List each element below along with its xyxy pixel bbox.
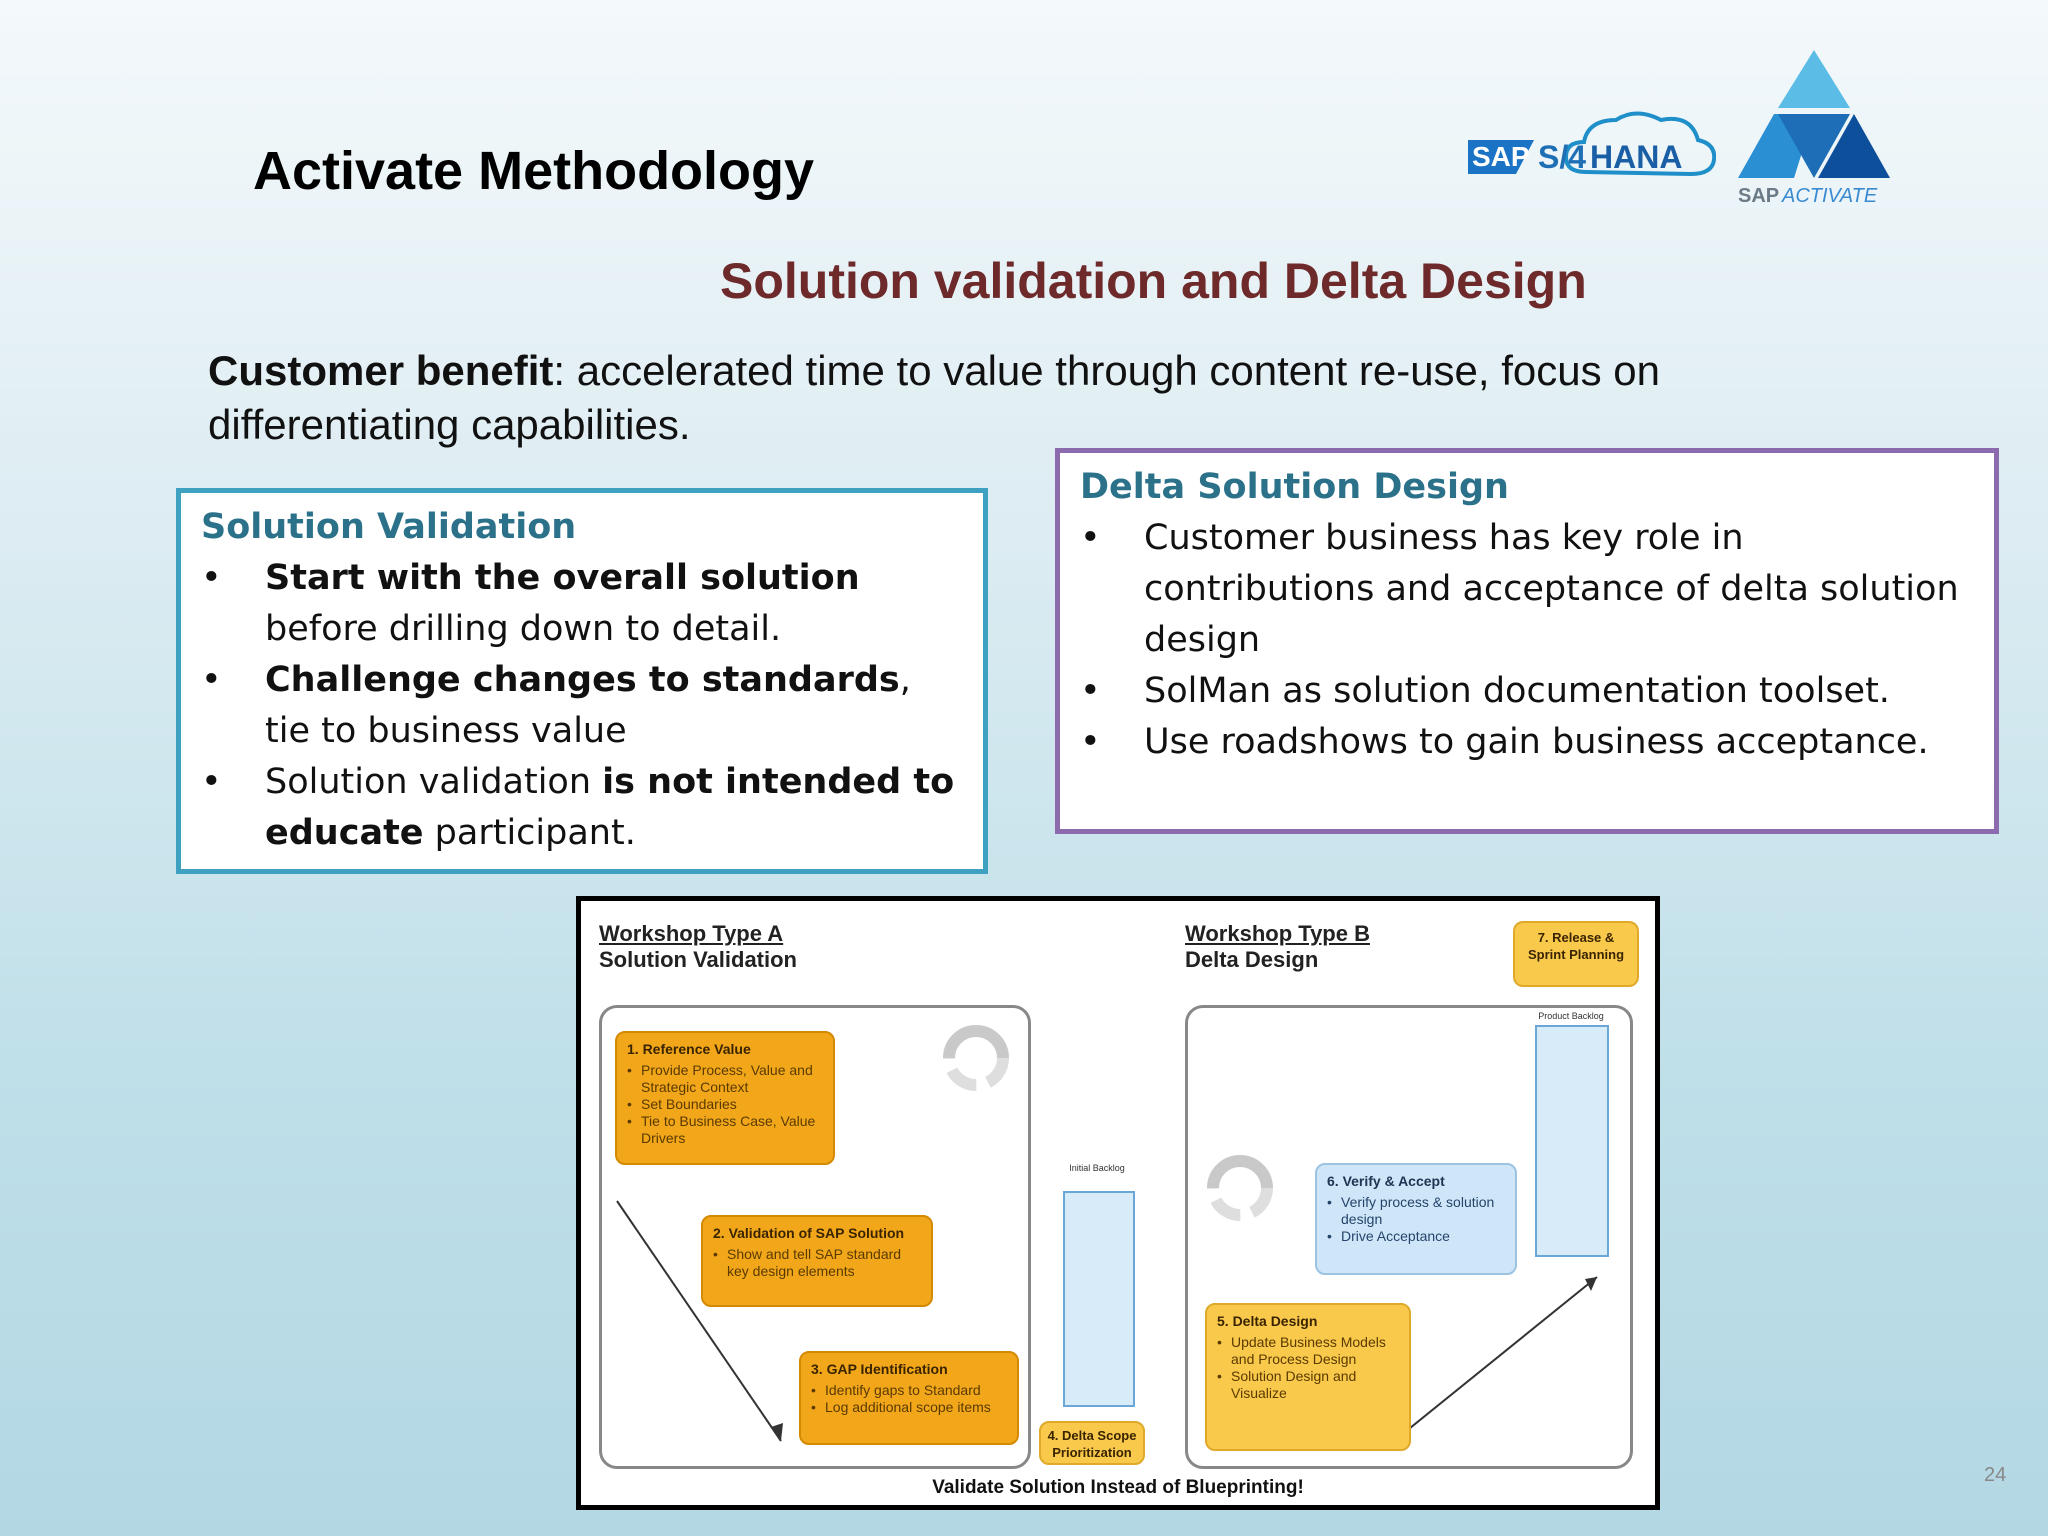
product-backlog-bar [1535, 1025, 1609, 1257]
svg-text:SAP: SAP [1472, 141, 1530, 172]
item-bold: is not intended to educate [265, 762, 955, 853]
list-item: Solution validation is not intended to e… [201, 757, 963, 859]
delta-solution-design-box: Delta Solution Design Customer business … [1055, 448, 1999, 834]
page-number: 24 [1984, 1464, 2007, 1486]
list-item: SolMan as solution documentation toolset… [1080, 666, 1974, 717]
workshop-diagram: Workshop Type A Solution Validation Work… [576, 896, 1660, 1510]
step-3-gap-identification: 3. GAP Identification Identify gaps to S… [799, 1351, 1019, 1445]
initial-backlog-bar [1063, 1191, 1135, 1407]
step-item: Show and tell SAP standard key design el… [713, 1246, 921, 1280]
slide-title: Activate Methodology [253, 141, 815, 201]
step-title: 3. GAP Identification [811, 1361, 948, 1377]
initial-backlog-label: Initial Backlog [1069, 1163, 1125, 1173]
workshop-a-label: Workshop Type A [599, 921, 784, 946]
svg-text:SAP: SAP [1738, 185, 1779, 207]
cycle-icon [941, 1023, 1011, 1098]
step-2-validation: 2. Validation of SAP Solution Show and t… [701, 1215, 933, 1307]
solution-validation-list: Start with the overall solution before d… [201, 553, 963, 859]
benefit-label: Customer benefit [208, 347, 554, 394]
item-text: participant. [423, 813, 636, 853]
item-bold: Start with the overall solution [265, 558, 860, 598]
step-item: Identify gaps to Standard [811, 1382, 1007, 1399]
workshop-b-heading: Workshop Type B Delta Design [1185, 921, 1370, 973]
step-title: 2. Validation of SAP Solution [713, 1225, 905, 1241]
step-title: 7. Release & Sprint Planning [1527, 930, 1625, 962]
step-4-delta-scope: 4. Delta Scope Prioritization [1039, 1421, 1145, 1465]
cycle-icon [1205, 1153, 1275, 1228]
workshop-b-label: Workshop Type B [1185, 921, 1370, 946]
step-item: Drive Acceptance [1327, 1228, 1505, 1245]
workshop-b-sublabel: Delta Design [1185, 947, 1319, 972]
delta-solution-design-title: Delta Solution Design [1080, 467, 1509, 507]
step-title: 5. Delta Design [1217, 1313, 1318, 1329]
step-7-release-planning: 7. Release & Sprint Planning [1513, 921, 1639, 987]
step-item: Set Boundaries [627, 1096, 823, 1113]
step-title: 1. Reference Value [627, 1041, 751, 1057]
item-text: , tie to business value [265, 660, 911, 751]
list-item: Start with the overall solution before d… [201, 553, 963, 655]
list-item: Use roadshows to gain business acceptanc… [1080, 717, 1974, 768]
svg-text:S/4: S/4 [1538, 139, 1586, 175]
step-title: 4. Delta Scope Prioritization [1047, 1428, 1137, 1460]
list-item: Challenge changes to standards, tie to b… [201, 655, 963, 757]
diagram-arrows [616, 1200, 1598, 1446]
item-text: Solution validation [265, 762, 603, 802]
svg-text:HANA: HANA [1590, 139, 1682, 175]
diagram-footer: Validate Solution Instead of Blueprintin… [932, 1477, 1304, 1498]
customer-benefit: Customer benefit: accelerated time to va… [208, 344, 1848, 452]
step-6-verify-accept: 6. Verify & Accept Verify process & solu… [1315, 1163, 1517, 1275]
step-5-delta-design: 5. Delta Design Update Business Models a… [1205, 1303, 1411, 1451]
list-item: Customer business has key role in contri… [1080, 513, 1974, 666]
workshop-a-sublabel: Solution Validation [599, 947, 797, 972]
step-item: Update Business Models and Process Desig… [1217, 1334, 1399, 1368]
product-backlog-label: Product Backlog [1538, 1011, 1604, 1021]
step-item: Tie to Business Case, Value Drivers [627, 1113, 823, 1147]
sap-s4hana-logo: SAP S/4 HANA [1466, 102, 1717, 196]
step-title: 6. Verify & Accept [1327, 1173, 1445, 1189]
sap-activate-logo: SAP ACTIVATE [1738, 50, 1890, 210]
step-item: Solution Design and Visualize [1217, 1368, 1399, 1402]
solution-validation-box: Solution Validation Start with the overa… [176, 488, 988, 874]
svg-text:ACTIVATE: ACTIVATE [1781, 185, 1878, 207]
benefit-text: : accelerated time to value through cont… [208, 347, 1661, 448]
step-item: Verify process & solution design [1327, 1194, 1505, 1228]
item-bold: Challenge changes to standards [265, 660, 900, 700]
item-text: before drilling down to detail. [265, 609, 782, 649]
delta-solution-design-list: Customer business has key role in contri… [1080, 513, 1974, 768]
solution-validation-title: Solution Validation [201, 507, 577, 547]
workshop-a-heading: Workshop Type A Solution Validation [599, 921, 797, 973]
step-item: Log additional scope items [811, 1399, 1007, 1416]
slide-subtitle: Solution validation and Delta Design [720, 253, 1587, 309]
step-1-reference-value: 1. Reference Value Provide Process, Valu… [615, 1031, 835, 1165]
step-item: Provide Process, Value and Strategic Con… [627, 1062, 823, 1096]
